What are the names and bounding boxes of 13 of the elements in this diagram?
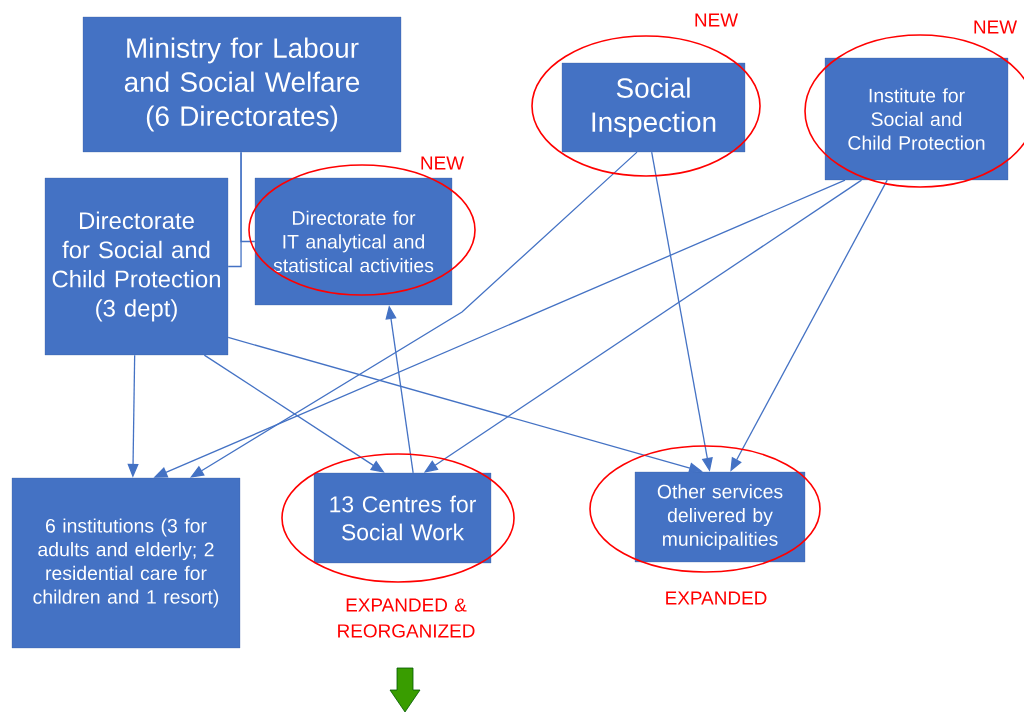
org-box: Institute for Social and Child Protection (824, 57, 1009, 181)
org-box: Directorate for IT analytical and statistical activities (254, 177, 453, 306)
status-note: NEW (974, 20, 1017, 34)
status-note: NEW (421, 156, 464, 170)
org-box: Ministry for Labour and Social Welfare (6 Directorates) (82, 16, 402, 153)
status-note: NEW (695, 13, 738, 27)
org-box: Other services delivered by municipalities (634, 471, 806, 563)
org-box: 6 institutions (3 for adults and elderly; 2 residential care for children and 1 resort) (11, 477, 241, 649)
org-box: Social Inspection (561, 62, 746, 153)
status-note: EXPANDED & REORGANIZED (338, 598, 475, 638)
org-box: 13 Centres for Social Work (313, 472, 492, 564)
status-note: EXPANDED (666, 591, 767, 605)
org-box: Directorate for Social and Child Protection (3 dept) (44, 177, 229, 356)
